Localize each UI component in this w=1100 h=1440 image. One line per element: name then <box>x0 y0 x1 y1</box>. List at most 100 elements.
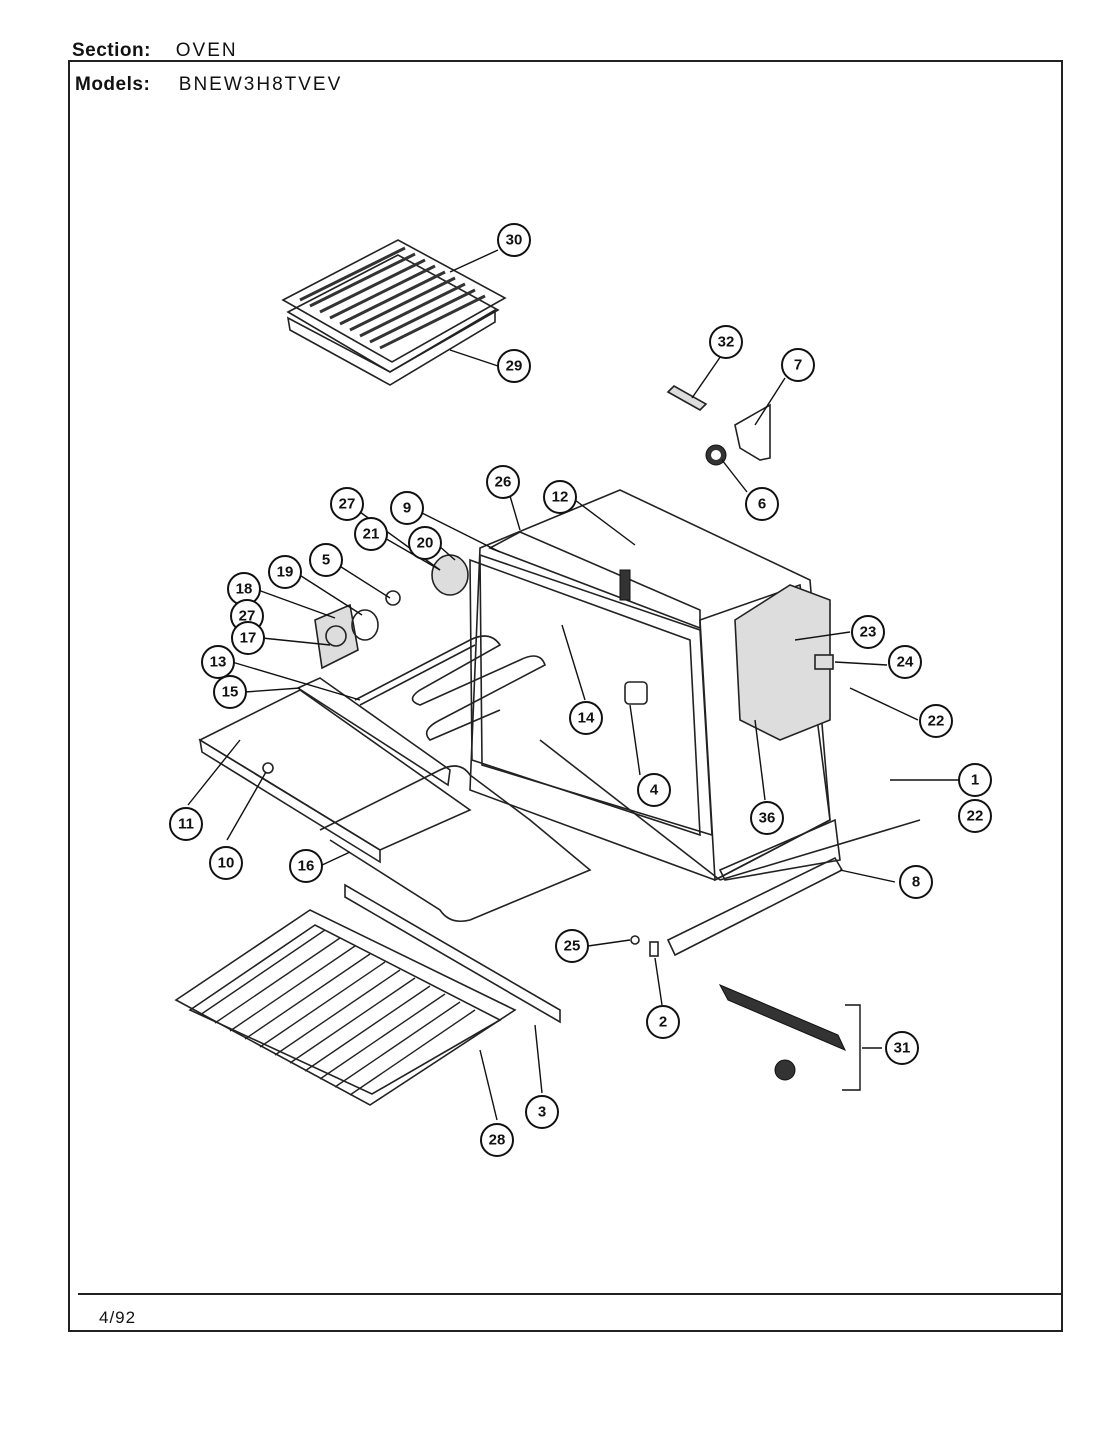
callout-circle <box>555 929 589 963</box>
clip-2 <box>649 941 659 957</box>
callout-circle <box>569 701 603 735</box>
callout-number: 30 <box>506 232 523 249</box>
callout-23: 23 <box>851 615 885 649</box>
callout-12: 12 <box>543 480 577 514</box>
callout-number: 13 <box>210 654 227 671</box>
callout-22: 22 <box>919 704 953 738</box>
callout-number: 10 <box>218 855 235 872</box>
callout-circle <box>646 1005 680 1039</box>
callout-circle <box>899 865 933 899</box>
section-value: OVEN <box>175 40 238 61</box>
rack-support <box>344 883 561 1024</box>
callout-4: 4 <box>637 773 671 807</box>
callout-circle <box>330 487 364 521</box>
callout-circle <box>486 465 520 499</box>
callout-number: 29 <box>506 358 523 375</box>
callout-circle <box>919 704 953 738</box>
leader-lines <box>187 249 960 1121</box>
callout-circle <box>497 349 531 383</box>
callout-circle <box>750 801 784 835</box>
callout-32: 32 <box>709 325 743 359</box>
callout-circle <box>231 621 265 655</box>
callout-21: 21 <box>354 517 388 551</box>
callout-number: 7 <box>794 357 802 374</box>
callout-number: 17 <box>240 630 257 647</box>
callout-number: 18 <box>236 581 253 598</box>
models-line: Models: BNEW3H8TVEV <box>75 74 342 96</box>
oven-cavity <box>469 489 921 882</box>
callout-circle <box>309 543 343 577</box>
callout-circle <box>289 849 323 883</box>
callout-number: 11 <box>178 816 194 833</box>
oven-light-assembly <box>314 554 469 670</box>
callout-number: 6 <box>758 496 766 513</box>
callout-circle <box>781 348 815 382</box>
callout-circle <box>851 615 885 649</box>
diagram-frame <box>68 60 1063 1332</box>
oven-rack <box>174 909 517 1106</box>
callout-number: 2 <box>659 1014 667 1031</box>
callout-number: 22 <box>967 808 984 825</box>
callout-5: 5 <box>309 543 343 577</box>
callout-15: 15 <box>213 675 247 709</box>
callout-circle <box>709 325 743 359</box>
broil-element <box>319 765 592 923</box>
callout-28: 28 <box>480 1123 514 1157</box>
callout-30: 30 <box>497 223 531 257</box>
callout-circle <box>354 517 388 551</box>
callout-20: 20 <box>408 526 442 560</box>
callout-number: 14 <box>578 710 595 727</box>
callout-10: 10 <box>209 846 243 880</box>
revision-date: 4/92 <box>99 1308 137 1327</box>
callout-19: 19 <box>268 555 302 589</box>
models-label: Models: <box>75 74 151 95</box>
callout-31: 31 <box>885 1031 919 1065</box>
section-line: Section: OVEN <box>72 40 238 62</box>
callout-number: 22 <box>928 713 945 730</box>
callout-6: 6 <box>745 487 779 521</box>
section-label: Section: <box>72 40 151 61</box>
callout-circle <box>958 799 992 833</box>
callout-25: 25 <box>555 929 589 963</box>
callout-number: 27 <box>239 608 256 625</box>
callout-number: 20 <box>417 535 434 552</box>
callout-number: 23 <box>860 624 877 641</box>
bake-element-inner <box>359 644 476 706</box>
bake-element <box>354 635 546 741</box>
callout-3: 3 <box>525 1095 559 1129</box>
switch-strip-bracket-line <box>842 1004 861 1091</box>
broiler-pan-insert <box>281 239 507 386</box>
callout-7: 7 <box>781 348 815 382</box>
callout-number: 28 <box>489 1132 506 1149</box>
screw-10 <box>262 762 274 774</box>
callout-22: 22 <box>958 799 992 833</box>
callout-number: 32 <box>718 334 735 351</box>
callout-number: 26 <box>495 474 512 491</box>
callout-number: 25 <box>564 938 581 955</box>
callout-number: 4 <box>650 782 659 799</box>
callout-24: 24 <box>888 645 922 679</box>
callout-circle <box>201 645 235 679</box>
callout-16: 16 <box>289 849 323 883</box>
callout-circle <box>408 526 442 560</box>
callout-36: 36 <box>750 801 784 835</box>
callout-circle <box>169 807 203 841</box>
callout-number: 1 <box>971 772 979 789</box>
bracket-24 <box>814 654 834 670</box>
callout-27: 27 <box>330 487 364 521</box>
callout-29: 29 <box>497 349 531 383</box>
callout-13: 13 <box>201 645 235 679</box>
callout-circle <box>213 675 247 709</box>
callout-circle <box>885 1031 919 1065</box>
callout-18: 18 <box>227 572 261 606</box>
vent-trim <box>296 677 451 787</box>
callout-number: 12 <box>552 489 569 506</box>
callout-14: 14 <box>569 701 603 735</box>
callout-circle <box>497 223 531 257</box>
callout-circle <box>543 480 577 514</box>
callout-1: 1 <box>958 763 992 797</box>
screw-25 <box>630 935 640 945</box>
callout-number: 19 <box>277 564 294 581</box>
callout-26: 26 <box>486 465 520 499</box>
